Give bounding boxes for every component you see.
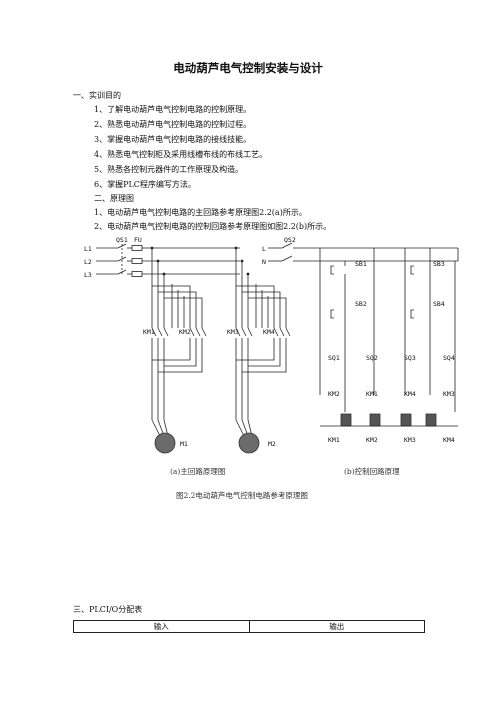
page-title: 电动葫芦电气控制安装与设计 <box>173 61 323 75</box>
objective-item: 3、掌握电动葫芦电气控制电路的接线技能。 <box>94 135 252 144</box>
qs2-label: QS2 <box>284 236 296 244</box>
objective-item: 4、熟悉电气控制柜及采用线槽布线的布线工艺。 <box>94 150 268 159</box>
coil-km4-label: KM4 <box>443 436 455 444</box>
fu-label: FU <box>134 236 142 244</box>
ctrl-n-label: N <box>262 258 266 266</box>
interlock-km1-label: KM1 <box>366 390 378 398</box>
line-label-l2: L2 <box>84 258 92 266</box>
sb4-label: SB4 <box>433 300 445 308</box>
section-heading-objectives: 一、实训目的 <box>73 91 121 100</box>
caption-main-circuit: (a)主回路原理图 <box>170 467 226 476</box>
line-label-l3: L3 <box>84 271 92 279</box>
objective-item: 6、掌握PLC程序编写方法。 <box>94 180 196 189</box>
coil-km1-label: KM1 <box>328 436 340 444</box>
qs1-label: QS1 <box>116 236 128 244</box>
objective-item: 2、熟悉电动葫芦电气控制电路的控制过程。 <box>94 120 252 129</box>
interlock-km3-label: KM3 <box>443 390 455 398</box>
table-header-input: 输入 <box>73 620 250 633</box>
figure-caption: 图2.2电动葫芦电气控制电路参考原理图 <box>176 491 308 500</box>
sb1-label: SB1 <box>355 260 367 268</box>
objective-item: 5、熟悉各控制元器件的工作原理及构造。 <box>94 165 244 174</box>
motor-m1-label: M1 <box>180 440 188 448</box>
caption-control-circuit: (b)控制回路原理 <box>344 467 400 476</box>
sq1-label: SQ1 <box>328 354 340 362</box>
ctrl-l-label: L <box>262 245 266 253</box>
io-allocation-table: 输入 输出 <box>73 620 425 633</box>
sb2-label: SB2 <box>355 300 367 308</box>
schematic-item: 1、电动葫芦电气控制电路的主回路参考原理图2.2(a)所示。 <box>94 208 307 217</box>
sq4-label: SQ4 <box>443 354 455 362</box>
schematic-item: 2、电动葫芦电气控制电路的控制回路参考原理图如图2.2(b)所示。 <box>94 222 332 231</box>
line-label-l1: L1 <box>84 245 92 253</box>
km3-main-label: KM3 <box>227 328 239 336</box>
sq3-label: SQ3 <box>404 354 416 362</box>
coil-km2-label: KM2 <box>366 436 378 444</box>
sb3-label: SB3 <box>433 260 445 268</box>
interlock-km2-label: KM2 <box>328 390 340 398</box>
sq2-label: SQ2 <box>366 354 378 362</box>
objective-item: 1、了解电动葫芦电气控制电路的控制原理。 <box>94 105 252 114</box>
section-heading-io-table: 三、PLCI/O分配表 <box>73 605 143 614</box>
motor-m2-label: M2 <box>268 440 276 448</box>
table-header-output: 输出 <box>248 620 425 633</box>
section-heading-schematic: 二、原理图 <box>94 194 134 203</box>
km4-main-label: KM4 <box>263 328 275 336</box>
interlock-km4-label: KM4 <box>404 390 416 398</box>
coil-km3-label: KM3 <box>404 436 416 444</box>
km1-main-label: KM1 <box>143 328 155 336</box>
km2-main-label: KM2 <box>179 328 191 336</box>
